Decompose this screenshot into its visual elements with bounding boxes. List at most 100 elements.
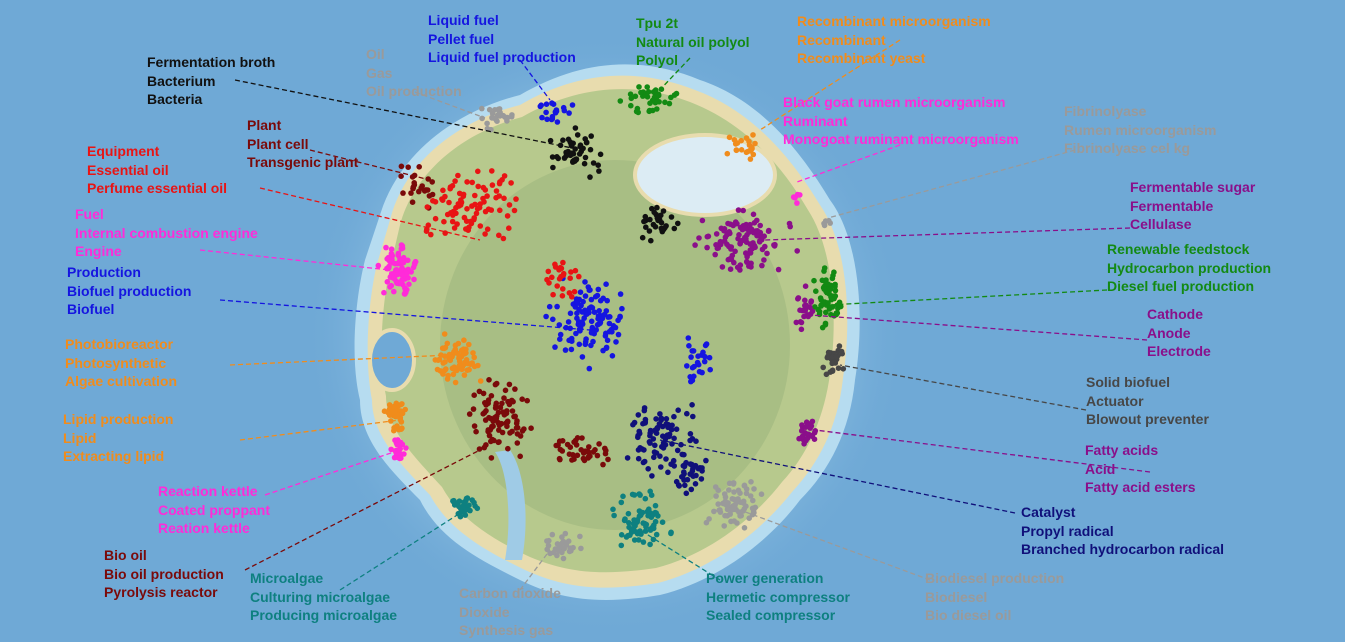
point-carbon-dioxide [577, 533, 583, 540]
point-bio-oil [473, 428, 479, 435]
point-biofuel [604, 337, 611, 344]
point-polyol [666, 100, 673, 107]
point-catalyst [645, 466, 651, 472]
leader-line-photo [229, 354, 451, 366]
point-bio-oil [513, 420, 520, 427]
point-biofuel [699, 369, 705, 376]
point-catalyst [689, 468, 696, 474]
point-bio-oil [466, 411, 473, 417]
label-line: Bio oil [104, 547, 147, 563]
point-essential-oil [493, 188, 500, 194]
point-bio-oil [488, 455, 495, 461]
point-liquid-fuel [543, 109, 549, 116]
point-essential-oil [425, 222, 432, 228]
point-catalyst [671, 413, 677, 420]
point-catalyst [641, 407, 648, 414]
point-bio-oil [476, 446, 483, 452]
point-power [626, 520, 632, 526]
point-bio-oil [567, 444, 574, 451]
point-polyol [638, 89, 644, 96]
label-line: Engine [75, 243, 122, 259]
point-fermentation [641, 218, 647, 225]
point-biofuel [579, 309, 586, 315]
point-catalyst [653, 416, 659, 422]
leader-line-recombinant [759, 39, 901, 131]
label-line: Transgenic plant [247, 154, 359, 170]
point-carbon-dioxide [560, 538, 567, 545]
point-bio-oil [495, 439, 502, 446]
point-bio-oil [493, 380, 500, 387]
point-essential-oil [440, 187, 446, 194]
label-line: Gas [366, 64, 393, 81]
point-bio-oil [506, 381, 513, 388]
point-essential-oil [475, 168, 481, 175]
point-fatty-acids [811, 436, 818, 443]
point-biofuel [557, 336, 563, 343]
point-power [652, 502, 659, 509]
point-microalgae [469, 497, 476, 503]
point-power [618, 532, 625, 538]
label-line: Photosynthetic [65, 354, 167, 371]
point-biofuel [543, 313, 549, 320]
point-catalyst [673, 478, 680, 485]
point-essential-oil [508, 180, 514, 186]
point-polyol [662, 99, 668, 106]
point-power [618, 499, 625, 506]
point-fermentation [649, 205, 655, 212]
point-kettle [388, 446, 395, 453]
point-fermentable [718, 225, 725, 232]
point-bio-oil [471, 392, 478, 399]
point-power [631, 517, 637, 523]
point-photo [466, 366, 472, 373]
point-essential-oil [560, 286, 566, 292]
label-line: Lipid [63, 429, 97, 446]
point-carbon-dioxide [560, 555, 567, 562]
point-power [620, 493, 626, 500]
point-bio-oil [557, 446, 564, 453]
leader-line-essential-oil [259, 187, 481, 241]
point-electrode [805, 313, 811, 320]
point-lipid [399, 410, 406, 417]
point-essential-oil [423, 228, 430, 234]
point-photo [441, 331, 448, 337]
label-line: Essential oil [87, 161, 169, 178]
point-carbon-dioxide [562, 530, 569, 537]
point-renewable [834, 302, 841, 308]
point-biofuel [688, 378, 694, 385]
point-power [647, 541, 653, 548]
point-solid-biofuel [820, 364, 826, 371]
point-biofuel [603, 281, 609, 288]
leader-line-plant [309, 149, 431, 181]
label-line: Natural oil polyol [636, 33, 750, 50]
point-catalyst [653, 450, 660, 456]
point-biodiesel [713, 493, 719, 499]
point-engine [386, 263, 392, 270]
point-essential-oil [511, 207, 518, 214]
label-line: Production [67, 264, 141, 280]
point-essential-oil [464, 179, 470, 185]
point-plant [421, 188, 428, 194]
leader-line-biofuel [219, 299, 591, 331]
point-fermentation [652, 224, 659, 230]
point-ruminant [794, 191, 801, 198]
point-power [622, 516, 628, 522]
point-engine [389, 256, 395, 263]
point-fibrinolyase [821, 220, 827, 227]
point-biofuel [586, 365, 593, 372]
point-liquid-fuel [544, 116, 550, 123]
point-biofuel [556, 322, 563, 328]
point-biofuel [567, 325, 573, 332]
point-biofuel [566, 337, 572, 344]
label-line: Perfume essential oil [87, 180, 228, 196]
point-bio-oil [489, 436, 496, 443]
point-bio-oil [504, 423, 510, 430]
point-polyol [634, 105, 641, 112]
point-bio-oil [471, 423, 478, 429]
point-essential-oil [476, 204, 483, 211]
point-engine [404, 270, 410, 277]
